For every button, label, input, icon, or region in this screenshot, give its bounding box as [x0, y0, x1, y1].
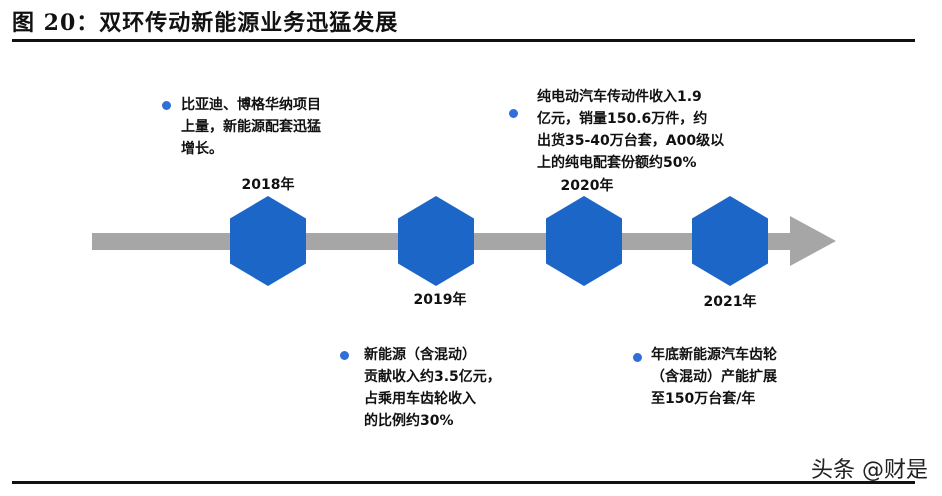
note-2019: 新能源（含混动）贡献收入约3.5亿元，占乘用车齿轮收入的比例约30%	[364, 347, 501, 429]
hexagon-2020	[546, 196, 622, 286]
bottom-rule	[12, 481, 915, 484]
figure-title: 图 20：双环传动新能源业务迅猛发展	[12, 10, 399, 36]
bullet-icon	[633, 353, 642, 362]
top-rule	[12, 39, 915, 42]
note-2021: 年底新能源汽车齿轮（含混动）产能扩展至150万台套/年	[651, 347, 777, 407]
year-2018: 2018年	[241, 177, 295, 193]
year-2019: 2019年	[413, 292, 467, 308]
year-2021: 2021年	[703, 294, 757, 310]
bullet-icon	[162, 101, 171, 110]
hexagon-2021	[692, 196, 768, 286]
bullet-icon	[509, 109, 518, 118]
watermark: 头条 @财是	[811, 458, 928, 483]
note-2018: 比亚迪、博格华纳项目上量，新能源配套迅猛增长。	[181, 97, 321, 157]
year-2020: 2020年	[560, 178, 614, 194]
bullet-icon	[340, 351, 349, 360]
arrow-head	[790, 216, 836, 266]
